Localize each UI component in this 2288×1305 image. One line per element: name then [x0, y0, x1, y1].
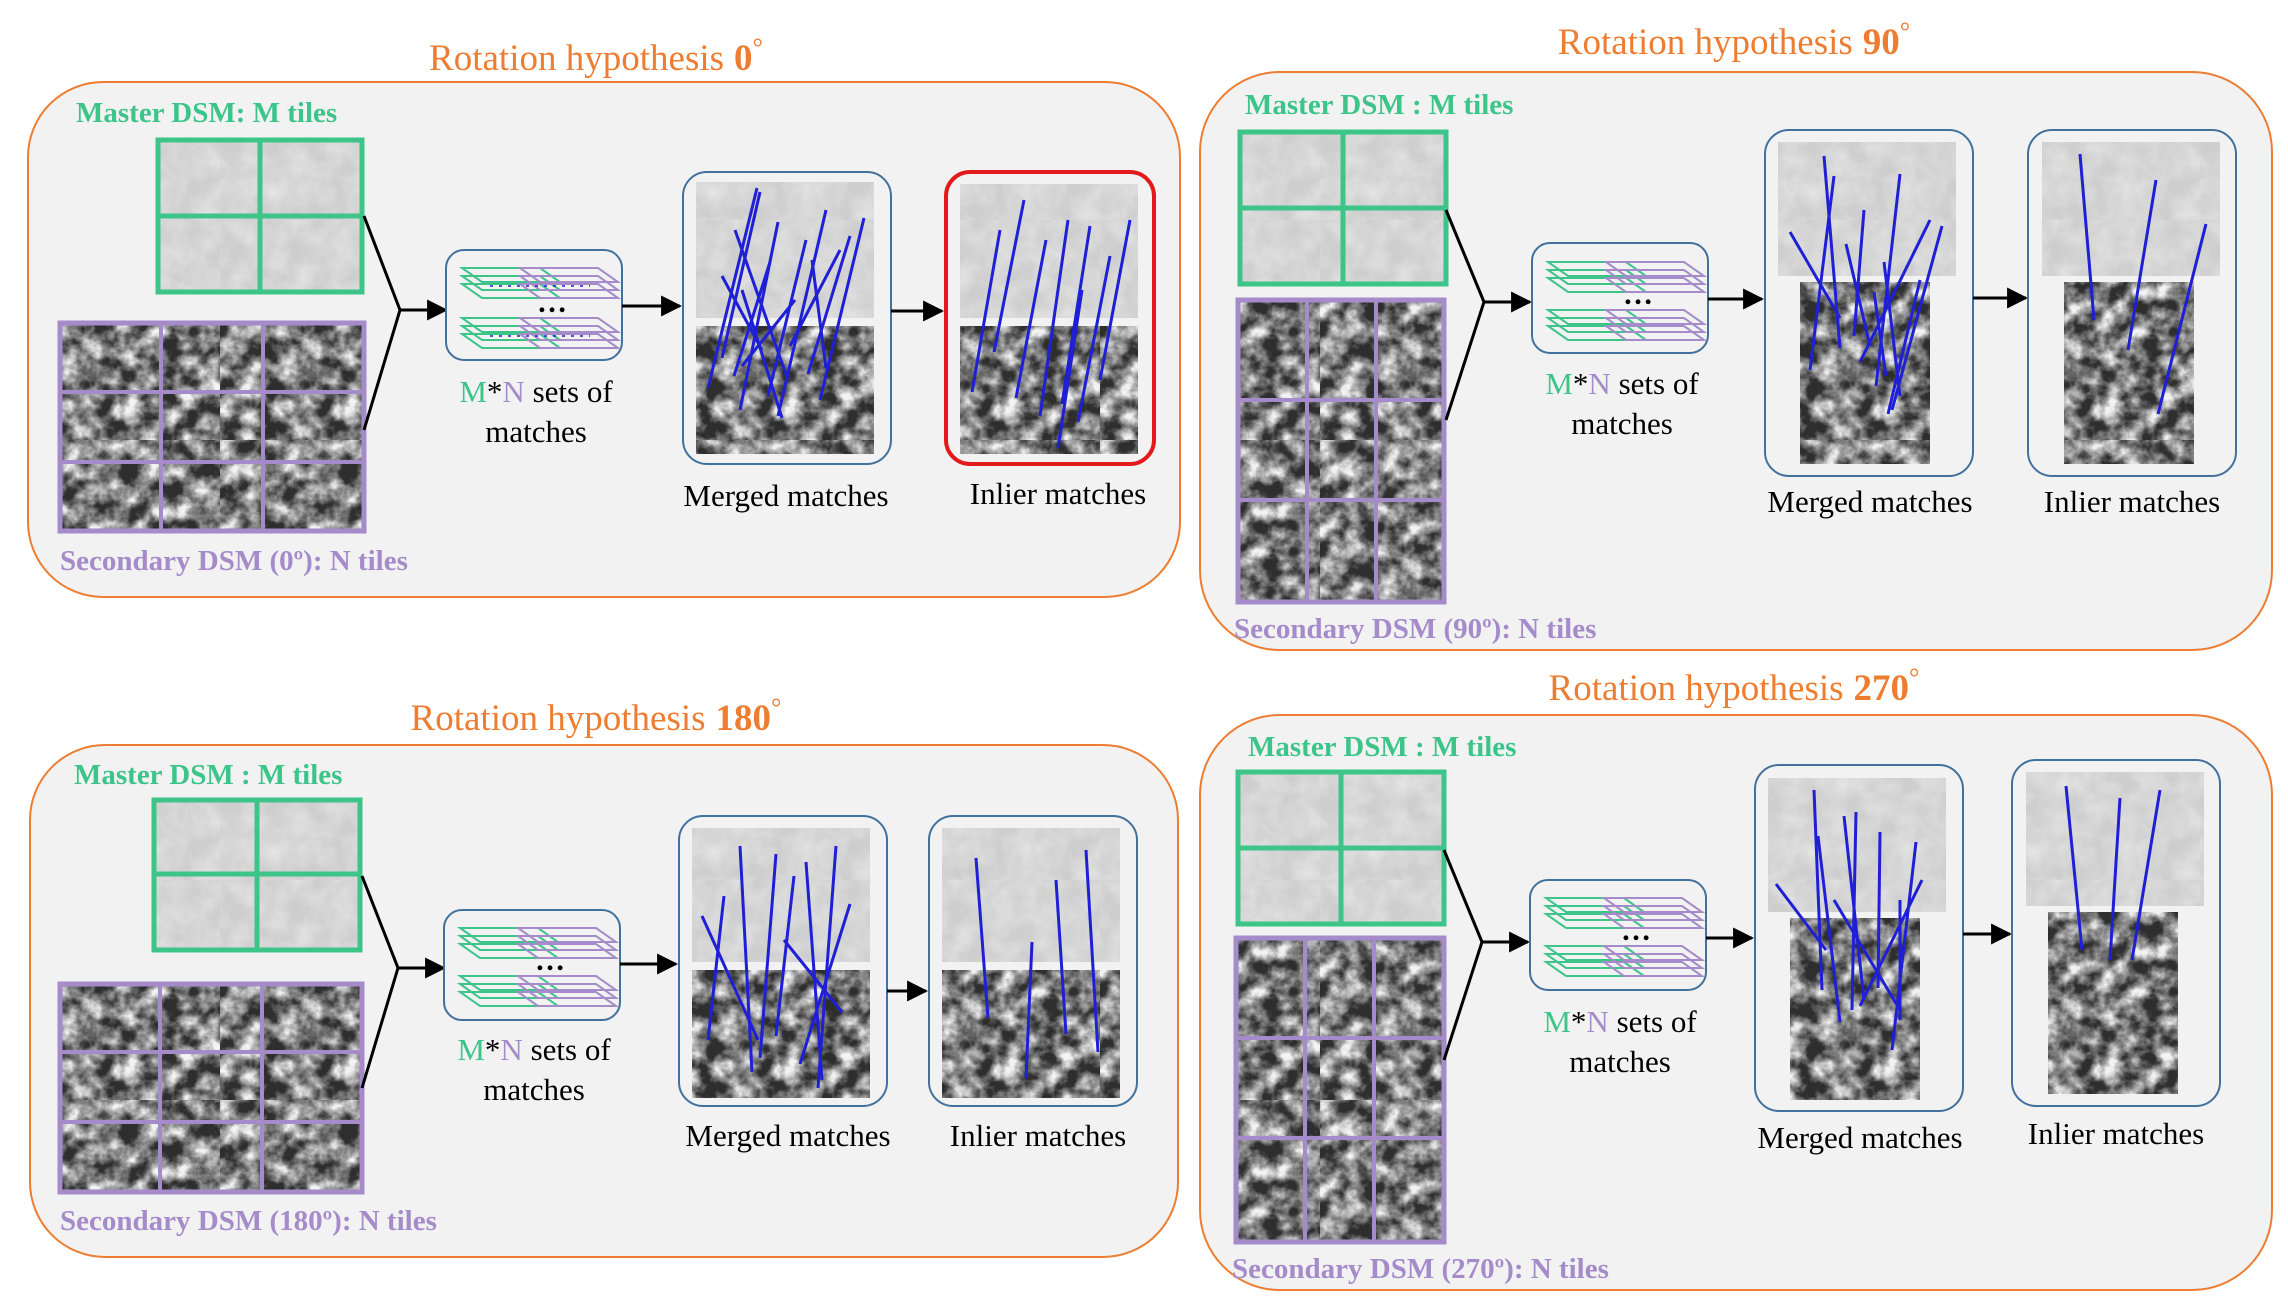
ellipsis: …	[1621, 914, 1651, 947]
match-sets-box: …	[1531, 242, 1709, 354]
inlier-master-image	[960, 184, 1138, 318]
ellipsis: …	[537, 286, 567, 319]
inlier-matches-box	[2011, 759, 2221, 1107]
merged-matches-label: Merged matches	[683, 478, 888, 513]
secondary-dsm-tiles	[57, 320, 367, 534]
inlier-matches-label: Inlier matches	[950, 1118, 1126, 1153]
inlier-matches-label: Inlier matches	[970, 476, 1146, 511]
sets-label-line2: matches	[485, 414, 587, 449]
inlier-match-lines	[2078, 153, 2208, 415]
inlier-matches-box	[2027, 129, 2237, 477]
merged-matches-box	[678, 815, 888, 1107]
merged-matches-label: Merged matches	[685, 1118, 890, 1153]
master-dsm-label: Master DSM : M tiles	[74, 759, 342, 791]
sets-label-line1: M*N sets of	[457, 1032, 611, 1067]
master-dsm-tiles	[1237, 129, 1449, 287]
match-sets-box: …	[443, 909, 621, 1021]
secondary-dsm-label: Secondary DSM (0º): N tiles	[60, 545, 408, 577]
merged-match-lines	[706, 187, 866, 419]
inlier-matches-label: Inlier matches	[2028, 1116, 2204, 1151]
merged-matches-label: Merged matches	[1757, 1120, 1962, 1155]
merged-matches-box	[1764, 129, 1974, 477]
match-sets-box: …	[445, 249, 623, 361]
merged-matches-label: Merged matches	[1767, 484, 1972, 519]
match-sets-box: …	[1529, 879, 1707, 991]
inlier-matches-box	[928, 815, 1138, 1107]
secondary-dsm-label: Secondary DSM (270º): N tiles	[1232, 1253, 1609, 1285]
ellipsis: …	[535, 944, 565, 977]
master-dsm-tiles	[155, 137, 365, 295]
master-dsm-tiles	[1235, 769, 1447, 927]
inlier-match-lines	[2064, 785, 2162, 961]
master-dsm-label: Master DSM : M tiles	[1245, 89, 1513, 121]
merged-match-lines	[1774, 789, 1924, 1051]
ellipsis: …	[1623, 278, 1653, 311]
panel-frame	[1199, 714, 2273, 1291]
inlier-matches-label: Inlier matches	[2044, 484, 2220, 519]
master-dsm-label: Master DSM : M tiles	[1248, 731, 1516, 763]
secondary-dsm-tiles	[1233, 935, 1447, 1245]
stacked-sets-icon	[458, 267, 622, 349]
secondary-dsm-label: Secondary DSM (180º): N tiles	[60, 1205, 437, 1237]
sets-label-line1: M*N sets of	[1543, 1004, 1697, 1039]
sets-label-line2: matches	[483, 1072, 585, 1107]
inlier-match-lines	[974, 849, 1100, 1079]
inlier-matches-box	[944, 170, 1156, 466]
secondary-dsm-image	[60, 323, 364, 531]
inlier-match-lines	[970, 199, 1132, 449]
secondary-dsm-tiles	[57, 981, 365, 1195]
master-dsm-tiles	[151, 797, 363, 953]
panel-frame	[1199, 71, 2273, 651]
merged-matches-box	[682, 171, 892, 465]
sets-label-line2: matches	[1571, 406, 1673, 441]
secondary-dsm-tiles	[1235, 297, 1447, 605]
secondary-dsm-label: Secondary DSM (90º): N tiles	[1234, 613, 1596, 645]
merged-matches-box	[1754, 764, 1964, 1112]
sets-label-line1: M*N sets of	[1545, 366, 1699, 401]
sets-label-line1: M*N sets of	[459, 374, 613, 409]
sets-label-line2: matches	[1569, 1044, 1671, 1079]
merged-match-lines	[700, 845, 852, 1089]
master-dsm-label: Master DSM: M tiles	[76, 97, 337, 129]
merged-match-lines	[1788, 155, 1944, 415]
